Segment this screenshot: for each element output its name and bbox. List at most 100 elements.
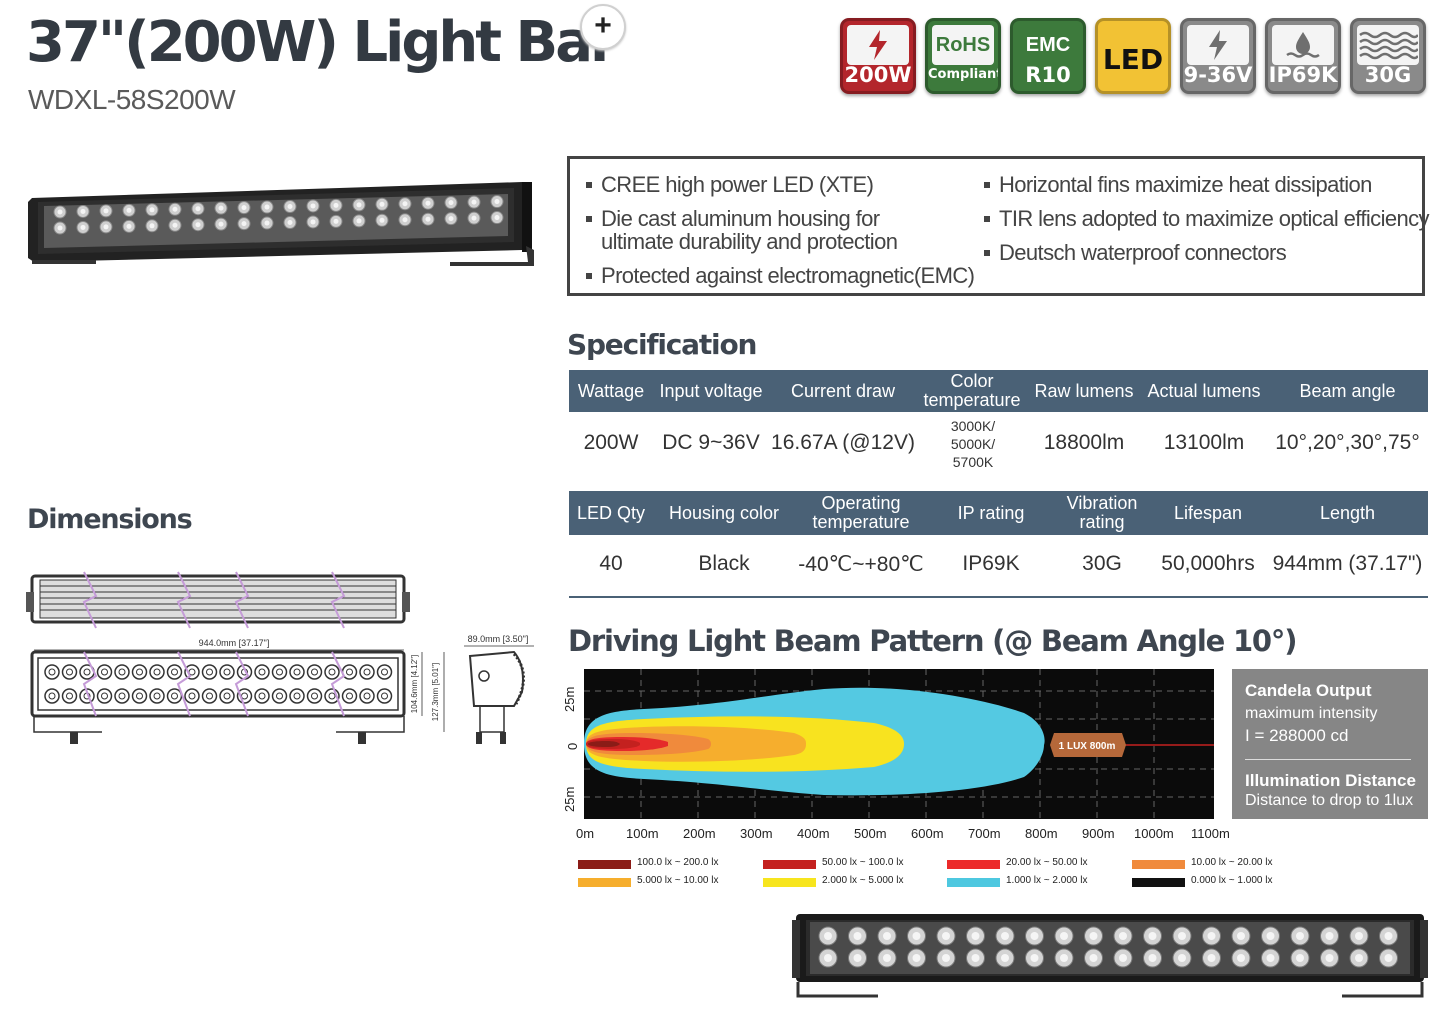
badge-led: LED bbox=[1095, 18, 1171, 94]
led-chip bbox=[310, 203, 316, 209]
illumination-title: Illumination Distance bbox=[1245, 771, 1416, 790]
badge-vibration: 30G bbox=[1350, 18, 1426, 94]
led-chip bbox=[241, 205, 247, 211]
led-chip bbox=[853, 932, 862, 940]
legend-swatch bbox=[947, 860, 1000, 869]
led-outline bbox=[44, 664, 60, 680]
led-outline bbox=[271, 688, 288, 704]
led-chip bbox=[264, 204, 270, 210]
led-chip bbox=[264, 220, 270, 226]
led-outline-inner bbox=[153, 668, 161, 676]
table-cell: 18800lm bbox=[1043, 431, 1125, 454]
column-header: IP rating bbox=[957, 502, 1025, 523]
led-outline bbox=[359, 688, 375, 704]
table-cell: 944mm (37.17") bbox=[1272, 552, 1423, 575]
led-outline-inner bbox=[171, 668, 178, 676]
led-outline-inner bbox=[118, 692, 126, 700]
features-box: CREE high power LED (XTE) Die cast alumi… bbox=[567, 156, 1430, 296]
x-tick-label: 700m bbox=[968, 826, 1001, 841]
model-number: WDXL-58S200W bbox=[28, 84, 236, 115]
led-chip bbox=[287, 204, 293, 209]
led-outline-inner bbox=[206, 668, 213, 676]
column-header: Operating temperature bbox=[812, 493, 910, 532]
add-button[interactable]: + bbox=[580, 4, 626, 50]
led-chip bbox=[172, 206, 178, 212]
led-chip bbox=[1148, 954, 1157, 962]
x-tick-label: 100m bbox=[626, 826, 659, 841]
led-chip bbox=[1119, 954, 1127, 962]
led-outline bbox=[96, 688, 113, 704]
led-chip bbox=[883, 954, 891, 962]
led-chip bbox=[912, 932, 921, 940]
legend-swatch bbox=[578, 860, 631, 869]
column-header: Vibration rating bbox=[1066, 493, 1138, 532]
led-outline bbox=[131, 688, 148, 704]
table-cell: 30G bbox=[1082, 552, 1122, 575]
depth-label: 89.0mm [3.50"] bbox=[468, 634, 529, 644]
led-outline-inner bbox=[311, 692, 318, 700]
led-chip bbox=[1060, 932, 1068, 940]
led-outline-inner bbox=[276, 692, 283, 700]
led-chip bbox=[1060, 954, 1068, 962]
illumination-sub: Distance to drop to 1lux bbox=[1245, 792, 1414, 809]
led-chip bbox=[1237, 954, 1245, 962]
led-outline bbox=[324, 688, 340, 704]
led-outline-inner bbox=[83, 668, 91, 676]
badge-voltage: 9-36V bbox=[1180, 18, 1256, 94]
led-chip bbox=[971, 932, 980, 940]
led-chip bbox=[853, 954, 862, 962]
beam-pattern-chart: 1 LUX 800m bbox=[584, 669, 1214, 819]
led-chip bbox=[912, 954, 921, 962]
led-outline-inner bbox=[188, 692, 196, 700]
led-outline bbox=[306, 664, 323, 680]
led-outline bbox=[79, 688, 95, 704]
table-cell: 16.67A (@12V) bbox=[771, 431, 915, 454]
led-outline-inner bbox=[136, 692, 143, 700]
led-chip bbox=[1001, 954, 1009, 962]
led-chip bbox=[287, 220, 293, 225]
lux-marker: 1 LUX 800m bbox=[1059, 741, 1116, 752]
led-outline-inner bbox=[381, 692, 388, 700]
led-chip bbox=[425, 216, 431, 222]
badge-emc: EMC R10 bbox=[1010, 18, 1086, 94]
led-chip bbox=[1001, 932, 1009, 940]
x-tick-label: 800m bbox=[1025, 826, 1058, 841]
legend-swatch bbox=[947, 878, 1000, 887]
led-icon: LED bbox=[1102, 42, 1164, 76]
x-tick-label: 1100m bbox=[1191, 826, 1230, 841]
table-cell: 3000K/ 5000K/ 5700K bbox=[950, 418, 996, 470]
feature-item: Die cast aluminum housing for ultimate d… bbox=[586, 207, 931, 253]
led-outline bbox=[131, 664, 148, 680]
legend-swatch bbox=[1132, 878, 1185, 887]
led-outline bbox=[149, 664, 165, 680]
rohs-icon: RoHS bbox=[932, 25, 994, 65]
led-chip bbox=[126, 207, 132, 213]
led-outline-inner bbox=[223, 668, 231, 676]
table-cell: Black bbox=[698, 552, 750, 575]
length-label: 944.0mm [37.17"] bbox=[199, 638, 270, 648]
led-chip bbox=[379, 217, 385, 223]
led-outline bbox=[149, 688, 165, 704]
x-tick-label: 200m bbox=[683, 826, 716, 841]
led-chip bbox=[1178, 954, 1186, 962]
led-chip bbox=[1089, 932, 1098, 940]
divider bbox=[569, 596, 1428, 598]
column-header: Housing color bbox=[668, 502, 780, 523]
y-label-bottom: 25m bbox=[562, 786, 577, 812]
led-chip bbox=[80, 224, 86, 230]
led-outline-inner bbox=[136, 668, 143, 676]
led-chip bbox=[942, 954, 950, 962]
feature-item: Deutsch waterproof connectors bbox=[984, 241, 1419, 264]
water-drop-icon bbox=[1272, 25, 1334, 65]
led-chip bbox=[218, 221, 224, 227]
led-chip bbox=[402, 201, 408, 207]
light-bar-front-image bbox=[792, 914, 1428, 998]
candela-title: Candela Output bbox=[1245, 681, 1372, 700]
feature-item: TIR lens adopted to maximize optical eff… bbox=[984, 206, 1430, 231]
led-chip bbox=[971, 954, 980, 962]
led-outline bbox=[219, 688, 235, 704]
legend-swatch bbox=[763, 878, 816, 887]
led-chip bbox=[1207, 932, 1216, 940]
led-chip bbox=[57, 209, 63, 215]
badge-rohs: RoHS Compliant bbox=[925, 18, 1001, 94]
